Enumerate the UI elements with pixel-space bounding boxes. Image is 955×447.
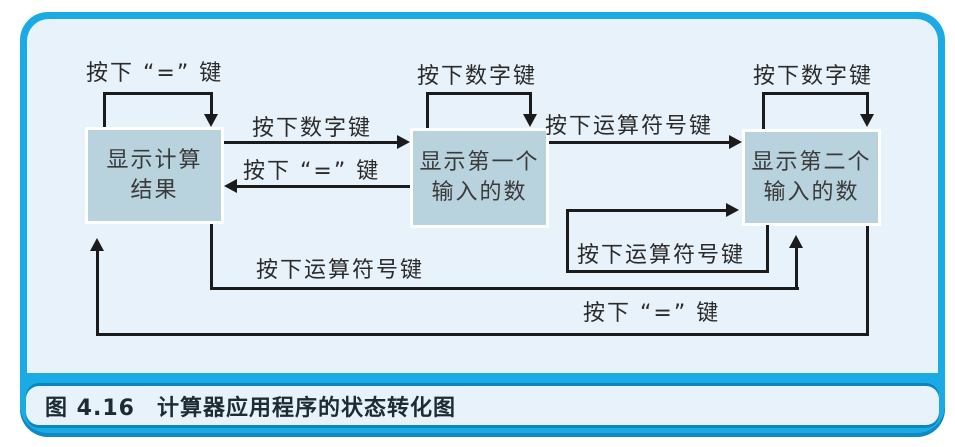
transition-line-op-self-state3 xyxy=(566,209,726,212)
transition-label-eq-3-to-1: 按下 “=” 键 xyxy=(583,301,721,326)
transition-line-op-2-to-3 xyxy=(549,141,729,144)
transition-line-op-1-to-3 xyxy=(795,248,798,290)
transition-label-eq-2-to-1: 按下 “=” 键 xyxy=(243,159,381,184)
transition-label-digit-self-state3: 按下数字键 xyxy=(753,64,874,89)
state-label-line: 显示第二个 xyxy=(751,149,872,175)
state-box-first-number: 显示第一个 输入的数 xyxy=(410,128,549,228)
arrowhead-right-icon xyxy=(729,135,742,149)
arrowhead-up-icon xyxy=(789,235,803,248)
transition-line-op-1-to-3 xyxy=(210,287,799,290)
arrowhead-up-icon xyxy=(90,238,104,251)
transition-line-eq-2-to-1 xyxy=(237,185,410,188)
arrowhead-left-icon xyxy=(224,179,237,193)
transition-label-digit-1-to-2: 按下数字键 xyxy=(252,116,373,141)
arrowhead-down-icon xyxy=(204,114,218,127)
caption-title: 计算器应用程序的状态转化图 xyxy=(156,395,456,421)
transition-line-eq-self-state1 xyxy=(103,92,213,95)
caption-figure-number: 图 4.16 xyxy=(45,395,135,421)
transition-label-op-self-state3: 按下运算符号键 xyxy=(577,243,746,268)
state-label-line: 显示第一个 xyxy=(419,150,540,175)
transition-label-op-2-to-3: 按下运算符号键 xyxy=(545,114,714,139)
transition-line-eq-3-to-1 xyxy=(96,333,869,336)
state-box-result: 显示计算 结果 xyxy=(85,127,224,224)
state-label-line: 显示计算 xyxy=(106,147,203,173)
state-label-line: 结果 xyxy=(130,177,179,203)
transition-line-digit-self-state3 xyxy=(762,92,869,95)
transition-line-eq-self-state1 xyxy=(210,92,213,114)
arrowhead-right-icon xyxy=(726,203,739,217)
figure-caption-bar: 图 4.16 计算器应用程序的状态转化图 xyxy=(26,386,939,425)
transition-line-eq-3-to-1 xyxy=(866,226,869,336)
transition-line-op-self-state3 xyxy=(566,209,569,273)
state-label-line: 输入的数 xyxy=(763,179,860,205)
transition-label-digit-self-state2: 按下数字键 xyxy=(417,64,538,89)
transition-line-eq-3-to-1 xyxy=(96,251,99,336)
transition-line-digit-self-state3 xyxy=(866,92,869,114)
arrowhead-down-icon xyxy=(860,114,874,127)
transition-line-op-self-state3 xyxy=(766,225,769,273)
transition-line-digit-self-state2 xyxy=(426,92,429,128)
transition-line-digit-self-state2 xyxy=(529,92,532,114)
transition-line-eq-self-state1 xyxy=(103,92,106,127)
transition-label-op-1-to-3: 按下运算符号键 xyxy=(256,258,425,283)
transition-line-digit-self-state3 xyxy=(762,92,765,129)
arrowhead-right-icon xyxy=(397,135,410,149)
transition-label-eq-self-state1: 按下 “=” 键 xyxy=(86,61,224,86)
state-box-second-number: 显示第二个 输入的数 xyxy=(742,129,881,226)
arrowhead-down-icon xyxy=(523,114,537,127)
transition-line-op-1-to-3 xyxy=(210,224,213,290)
transition-line-digit-self-state2 xyxy=(426,92,532,95)
transition-line-op-self-state3 xyxy=(566,270,769,273)
transition-line-digit-1-to-2 xyxy=(224,141,397,144)
state-label-line: 输入的数 xyxy=(431,180,528,205)
